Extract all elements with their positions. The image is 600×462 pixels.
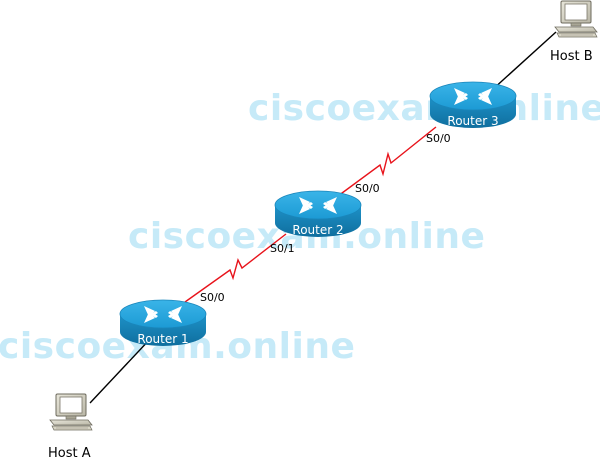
router-1-label: Router 1: [137, 332, 189, 346]
link-router3-hostB: [491, 31, 557, 91]
interface-label-router3-s00: S0/0: [426, 132, 451, 145]
link-hostA-router1: [89, 336, 153, 404]
serial-link-router2-router3: [337, 126, 437, 197]
watermark-text: ciscoexam.online: [248, 88, 600, 129]
host-b-label: Host B: [550, 49, 593, 64]
router-2-label: Router 2: [292, 223, 344, 237]
host-b-pc-icon[interactable]: [554, 0, 598, 38]
host-a-pc-icon[interactable]: [49, 393, 93, 431]
host-a-label: Host A: [48, 446, 91, 461]
router-3-label: Router 3: [447, 114, 499, 128]
serial-link-router1-router2: [184, 233, 287, 303]
interface-label-router2-s00: S0/0: [355, 182, 380, 195]
interface-label-router1-s00: S0/0: [200, 291, 225, 304]
interface-label-router2-s01: S0/1: [270, 242, 295, 255]
